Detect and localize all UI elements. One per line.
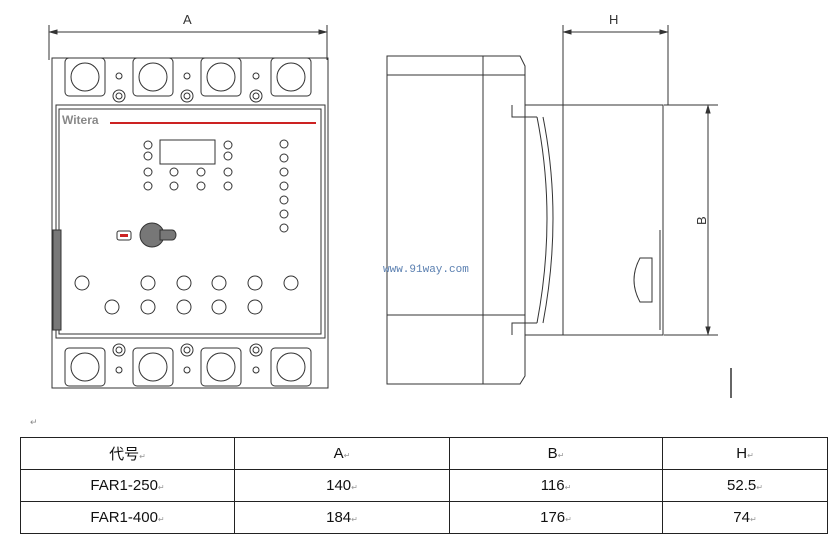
table-row: FAR1-250↵ 140↵ 116↵ 52.5↵ (20, 469, 828, 502)
dimension-table: 代号↵ A↵ B↵ H↵ FAR1-250↵ 140↵ 116↵ 52.5↵ F… (20, 437, 828, 534)
table-cell: 52.5↵ (662, 469, 828, 502)
dimension-b-label: B (694, 216, 709, 225)
header-cell: H↵ (662, 437, 828, 470)
table-cell: 176↵ (449, 501, 663, 534)
watermark: www.91way.com (383, 264, 469, 276)
table-cell: 74↵ (662, 501, 828, 534)
header-cell: B↵ (449, 437, 663, 470)
header-cell: A↵ (234, 437, 450, 470)
dimension-h-label: H (609, 12, 618, 27)
table-cell: 140↵ (234, 469, 450, 502)
table-cell: 116↵ (449, 469, 663, 502)
dimension-a-label: A (183, 12, 192, 27)
table-row: FAR1-400↵ 184↵ 176↵ 74↵ (20, 501, 828, 534)
front-view: Witera (51, 57, 329, 389)
header-cell: 代号↵ (20, 437, 235, 470)
table-header-row: 代号↵ A↵ B↵ H↵ (20, 437, 828, 470)
brand-logo: Witera (62, 113, 99, 127)
table-cell: FAR1-250↵ (20, 469, 235, 502)
breaker-dimension-drawing: A Witera H B www.91way.com (48, 12, 732, 398)
side-view: H B (386, 12, 732, 398)
table-cell: 184↵ (234, 501, 450, 534)
table-cell: FAR1-400↵ (20, 501, 235, 534)
dimension-a: A (48, 12, 328, 60)
paragraph-mark: ↵ (30, 417, 38, 427)
